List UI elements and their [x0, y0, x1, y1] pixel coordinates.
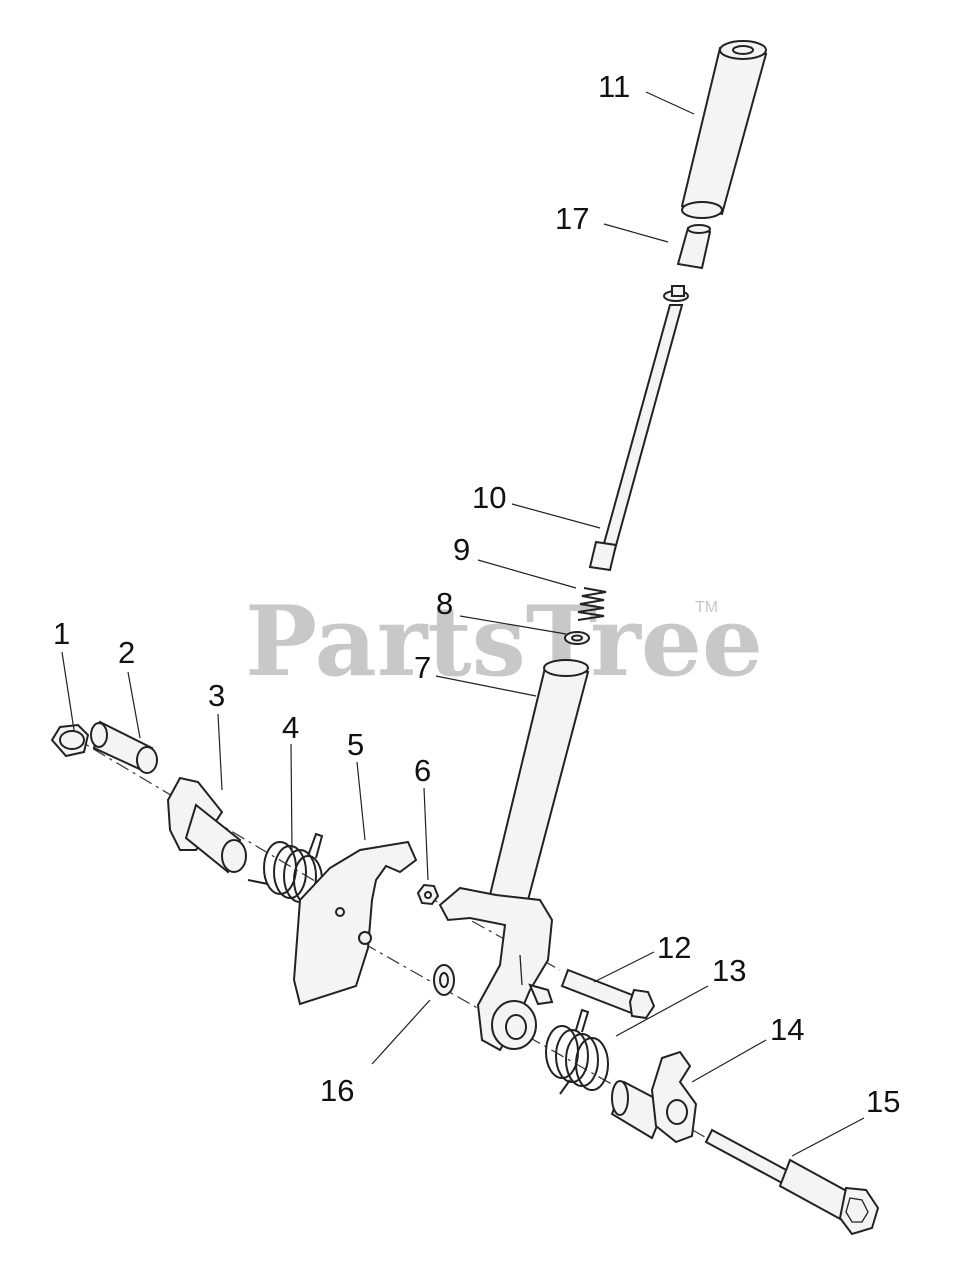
leader-17 [603, 223, 669, 243]
part-1-flange-nut [50, 723, 90, 758]
leader-9 [477, 559, 577, 589]
callout-16: 16 [320, 1073, 354, 1108]
leader-1 [61, 651, 75, 731]
callout-2: 2 [118, 635, 135, 670]
leader-6 [423, 787, 429, 881]
callout-13: 13 [712, 953, 746, 988]
watermark-text: PartsTree [245, 585, 763, 698]
part-13-torsion-spring [545, 1008, 609, 1095]
part-12-bolt [560, 968, 656, 1020]
callout-1: 1 [53, 616, 70, 651]
leader-12 [593, 951, 655, 983]
callout-6: 6 [414, 753, 431, 788]
watermark-trademark: TM [695, 599, 718, 616]
leader-14 [691, 1039, 767, 1083]
part-11-knob [680, 40, 768, 219]
callout-14: 14 [770, 1012, 804, 1047]
leader-3 [217, 713, 223, 791]
leader-16 [371, 999, 431, 1065]
leader-13 [615, 985, 709, 1037]
part-10-shift-rod [588, 285, 689, 572]
part-16-washer [433, 964, 455, 996]
callout-17: 17 [555, 201, 589, 236]
part-9-spring [577, 587, 607, 621]
callout-10: 10 [472, 480, 506, 515]
leader-2 [127, 671, 141, 739]
callout-15: 15 [866, 1084, 900, 1119]
callout-12: 12 [657, 930, 691, 965]
part-14-bushing [610, 1050, 698, 1144]
part-8-washer [564, 631, 590, 645]
part-3-bracket [166, 776, 247, 874]
leader-7 [435, 675, 537, 697]
part-6-small-nut [416, 883, 440, 906]
callout-9: 9 [453, 532, 470, 567]
leader-8 [459, 615, 567, 635]
callout-4: 4 [282, 710, 299, 745]
callout-5: 5 [347, 727, 364, 762]
callout-3: 3 [208, 678, 225, 713]
leader-11 [645, 91, 695, 115]
callout-11: 11 [598, 69, 630, 104]
callout-7: 7 [414, 650, 431, 685]
part-15-shoulder-bolt [704, 1128, 880, 1236]
leader-15 [791, 1117, 865, 1157]
leader-10 [511, 503, 601, 529]
part-17-insert [676, 224, 712, 270]
leader-4 [290, 743, 293, 851]
callout-8: 8 [436, 586, 453, 621]
leader-5 [356, 761, 366, 841]
part-5-plate [292, 840, 418, 1006]
part-2-spacer [90, 720, 158, 774]
part-7-shift-tube-bracket [438, 659, 590, 1052]
